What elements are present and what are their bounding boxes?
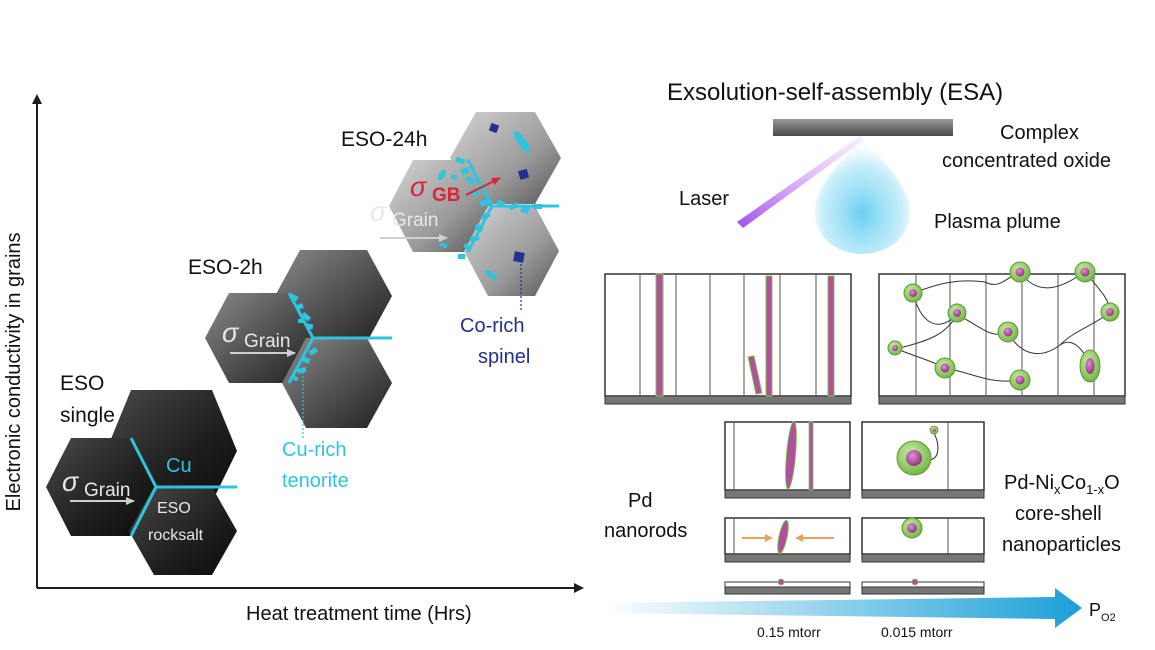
oxygen-pressure-label: PO2 bbox=[1089, 600, 1116, 624]
particle-core bbox=[906, 450, 922, 466]
pressure-label: 0.15 mtorr bbox=[757, 624, 821, 640]
nucleus bbox=[777, 578, 785, 586]
eso-single-cluster: ESO single σ Grain Cu ESO rocksalt bbox=[46, 372, 237, 575]
target-label-line2: concentrated oxide bbox=[942, 150, 1111, 172]
y-axis-label: Electronic conductivity in grains bbox=[3, 232, 25, 511]
spinel-precipitates bbox=[438, 122, 531, 281]
spinel-label-line1: Co-rich bbox=[460, 315, 524, 337]
grain-hexagon bbox=[46, 438, 156, 536]
plasma-plume bbox=[815, 138, 910, 254]
nanorod bbox=[655, 273, 664, 397]
nanorod bbox=[747, 355, 763, 395]
right-panel: Exsolution-self-assembly (ESA) Complex c… bbox=[603, 79, 1126, 640]
x-axis-label: Heat treatment time (Hrs) bbox=[246, 603, 472, 625]
eso-2h-cluster: ESO-2h σ Grain Cu-rich tenorite bbox=[188, 250, 392, 492]
nanorods-growth-stages bbox=[724, 420, 851, 595]
oxygen-pressure-arrow bbox=[603, 588, 1082, 628]
eso-single-label-line2: single bbox=[60, 404, 115, 427]
sigma-symbol: σ bbox=[222, 318, 240, 348]
left-panel: Electronic conductivity in grains Heat t… bbox=[3, 94, 584, 625]
nanorods-label-line1: Pd bbox=[628, 490, 652, 512]
sigma-symbol: σ bbox=[62, 467, 80, 497]
particle-core bbox=[907, 523, 917, 533]
eso-24h-cluster: ESO-24h bbox=[341, 112, 561, 368]
tenorite-label-line1: Cu-rich bbox=[282, 439, 346, 461]
laser-label: Laser bbox=[679, 188, 729, 210]
tenorite-label-line2: tenorite bbox=[282, 470, 349, 492]
tenorite-precipitates bbox=[289, 293, 318, 382]
nanorod bbox=[777, 519, 789, 555]
eso-single-label-line1: ESO bbox=[60, 372, 104, 395]
grain-hexagon bbox=[129, 487, 237, 575]
nanorod bbox=[765, 275, 773, 397]
eso-rocksalt-line1: ESO bbox=[157, 500, 191, 517]
laser-beam bbox=[737, 136, 864, 228]
grain-subscript: Grain bbox=[244, 331, 290, 352]
tenorite-precipitates bbox=[439, 156, 542, 259]
eso-24h-label: ESO-24h bbox=[341, 128, 427, 151]
nanorods-film bbox=[604, 273, 852, 405]
grain-subscript: Grain bbox=[392, 210, 438, 231]
nucleus bbox=[911, 578, 919, 586]
spinel-label-line2: spinel bbox=[478, 346, 530, 368]
grain-hexagon bbox=[389, 160, 492, 252]
nanorod bbox=[827, 275, 835, 397]
grain-hexagon bbox=[205, 293, 313, 383]
sigma-gb-symbol: σ bbox=[410, 172, 428, 202]
nanoparticles-label-line3: nanoparticles bbox=[1002, 534, 1121, 556]
esa-title: Exsolution-self-assembly (ESA) bbox=[667, 79, 1003, 106]
target bbox=[773, 119, 953, 136]
grain-subscript: Grain bbox=[84, 480, 130, 501]
sigma-symbol: σ bbox=[370, 197, 388, 227]
nanoparticles-growth-stages bbox=[861, 421, 985, 595]
target-label-line1: Complex bbox=[1000, 122, 1079, 144]
nanoparticles-label-line2: core-shell bbox=[1015, 503, 1102, 525]
gb-subscript: GB bbox=[432, 185, 461, 206]
pressure-label: 0.015 mtorr bbox=[881, 624, 953, 640]
gb-conduction-arrow bbox=[465, 177, 501, 196]
nanoparticles-film bbox=[878, 261, 1126, 405]
nanorod bbox=[808, 421, 814, 491]
core-shell-particles bbox=[887, 261, 1120, 391]
grain-boundary bbox=[129, 437, 237, 537]
cu-label: Cu bbox=[166, 455, 192, 477]
nanorod bbox=[785, 420, 797, 490]
plume-label: Plasma plume bbox=[934, 211, 1061, 233]
nanorods-label-line2: nanorods bbox=[604, 520, 687, 542]
eso-2h-label: ESO-2h bbox=[188, 256, 263, 279]
eso-rocksalt-line2: rocksalt bbox=[148, 527, 204, 544]
nanoparticles-label-line1: Pd-NixCo1-xO bbox=[1004, 472, 1120, 497]
